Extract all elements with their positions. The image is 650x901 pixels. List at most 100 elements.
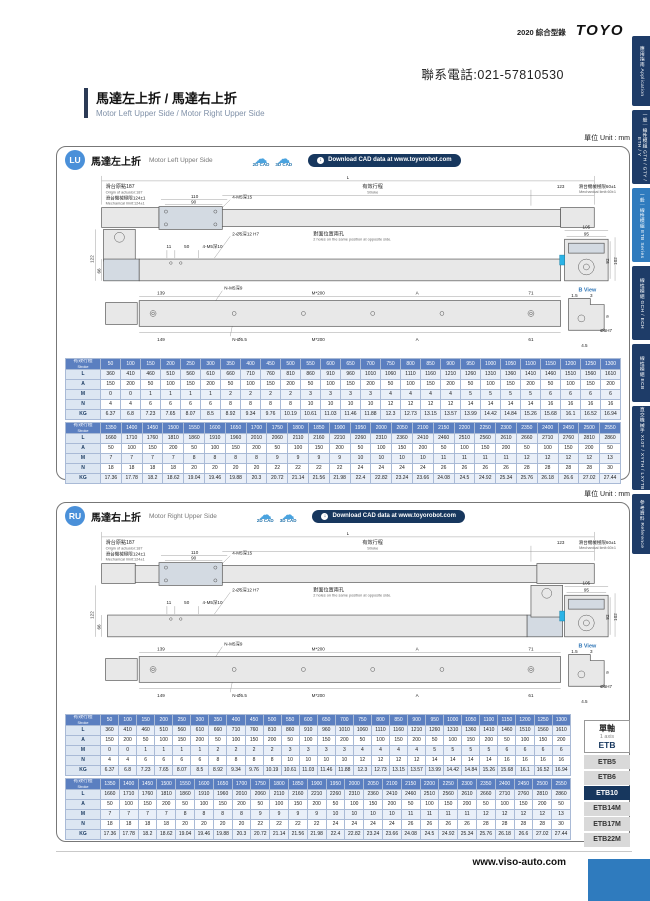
table-cell: 50 <box>136 735 156 746</box>
dim-139: 139 <box>157 647 165 652</box>
sidebar-tab-gth-gty-eth[interactable]: 一般｜線性模組 GTH / GTY / ETH / Y <box>632 110 650 184</box>
table-cell: 2810 <box>578 433 601 444</box>
row-label: N <box>65 819 101 830</box>
table-cell: 7 <box>100 809 120 820</box>
table-cell: 2310 <box>344 789 365 800</box>
table-cell: 1660 <box>100 789 120 800</box>
stroke-header-cell: 1150 <box>540 358 561 370</box>
note-4m5-15: 4-M5深15 <box>232 550 252 557</box>
table-cell: 27.44 <box>599 473 621 484</box>
sidebar-tab-application[interactable]: 應用指南 Application <box>632 36 650 106</box>
table-cell: 1260 <box>425 725 445 736</box>
sidebar-tab-xyt[interactable]: 直交機械手 X10T / XYTH / LXYTB <box>632 406 650 490</box>
table-cell: 10 <box>360 399 381 410</box>
origin-label-en: Origin of actuator:187 <box>106 546 143 550</box>
table-cell: 22.4 <box>325 829 346 840</box>
stroke-header-cell: 1600 <box>193 778 214 790</box>
download-icon: ↓ <box>321 512 329 520</box>
table-cell: 11 <box>419 809 440 820</box>
table-cell: 21.14 <box>269 829 289 840</box>
table-cell: 460 <box>136 725 156 736</box>
nav-etb14m[interactable]: ETB14M <box>584 801 630 816</box>
table-cell: 17.78 <box>118 829 139 840</box>
table-cell: 200 <box>440 379 461 390</box>
stroke-header-cell: 2150 <box>400 778 421 790</box>
dim-o5h7: Ø5H7 <box>600 684 612 689</box>
stroke-header-cell: 250 <box>172 714 192 726</box>
dim-71: 71 <box>528 291 534 296</box>
table-cell: 12 <box>475 809 496 820</box>
table-cell: 50 <box>300 379 321 390</box>
sidebar-tab-ecb[interactable]: 線性模組 ECB <box>632 344 650 402</box>
stroke-header-cell: 700 <box>334 714 354 726</box>
table-cell: 200 <box>190 735 210 746</box>
table-cell: 11.46 <box>340 409 361 420</box>
stroke-header-cell: 1450 <box>137 778 158 790</box>
panel-ru-title-en: Motor Right Upper Side <box>149 512 217 520</box>
table-cell: 6 <box>160 399 181 410</box>
download-cad-button[interactable]: ↓ Download CAD data at www.toyorobot.com <box>312 509 465 523</box>
table-cell: 8 <box>231 809 252 820</box>
table-cell: 12 <box>536 453 559 464</box>
cad-2d-button[interactable]: ☁ 2D CAD <box>256 506 274 523</box>
table-cell: 2160 <box>287 789 308 800</box>
download-cad-button[interactable]: ↓ Download CAD data at www.toyorobot.com <box>308 153 461 167</box>
pitch-m200-top: M*200 <box>312 647 326 652</box>
nav-etb5[interactable]: ETB5 <box>584 755 630 769</box>
table-cell: 11.88 <box>360 409 381 420</box>
stroke-header-cell: 2150 <box>432 422 455 434</box>
table-cell: 150 <box>391 443 413 454</box>
table-cell: 1560 <box>533 725 553 736</box>
nav-etb22m[interactable]: ETB22M <box>584 832 630 847</box>
stroke-header-cell: 1000 <box>443 714 463 726</box>
table-cell: 9 <box>266 453 289 464</box>
axis-label-en: 1 axis <box>599 734 615 740</box>
cad-3d-button[interactable]: ☁ 3D CAD <box>275 150 293 167</box>
cad-3d-button[interactable]: ☁ 3D CAD <box>279 506 297 523</box>
nav-etb10[interactable]: ETB10 <box>584 786 630 800</box>
table-cell: 560 <box>172 725 192 736</box>
nav-etb17m[interactable]: ETB17M <box>584 817 630 831</box>
table-cell: 23.66 <box>411 473 434 484</box>
table-cell: 1010 <box>360 369 381 380</box>
table-cell: 18.2 <box>141 473 164 484</box>
table-cell: 8 <box>175 809 195 820</box>
table-cell: 6 <box>551 745 572 756</box>
dim-110: 110 <box>191 194 199 199</box>
dim-a-bottom: A <box>416 693 420 698</box>
table-cell: 28 <box>532 819 553 830</box>
stroke-header-cell: 50 <box>100 358 121 370</box>
table-cell: 810 <box>280 369 301 380</box>
table-cell: 9 <box>269 809 289 820</box>
sidebar-tab-reference[interactable]: 參考資料 Reference <box>632 494 650 554</box>
table-cell: 24 <box>325 819 346 830</box>
table-cell: 150 <box>137 799 158 810</box>
nav-etb6[interactable]: ETB6 <box>584 770 630 785</box>
stroke-header-cell: 1400 <box>118 778 139 790</box>
mech-limit-124-zh: 滑台機械極限124±1 <box>106 195 146 202</box>
stroke-header-cell: 1300 <box>551 714 572 726</box>
b-view-detail <box>568 654 605 687</box>
table-cell: 360 <box>99 725 120 736</box>
table-cell: 2310 <box>370 433 393 444</box>
table-cell: 1810 <box>162 433 185 444</box>
table-cell: 0 <box>118 745 138 756</box>
table-cell: 1210 <box>407 725 427 736</box>
stroke-header-cell: 1700 <box>245 422 268 434</box>
b-view-marker <box>559 610 565 622</box>
sidebar-tab-gch-ech[interactable]: 線性模組 GCH / ECH <box>632 266 650 340</box>
table-cell: 4 <box>380 389 401 400</box>
sidebar-tab-etb-series[interactable]: 一般｜線性模組 ETB Series <box>632 188 650 262</box>
table-cell: 16 <box>497 755 517 766</box>
table-cell: 27.02 <box>532 829 553 840</box>
table-cell: 11 <box>400 809 421 820</box>
table-cell: 2 <box>208 745 228 756</box>
stroke-header-cell: 800 <box>400 358 421 370</box>
table-cell: 150 <box>420 379 441 390</box>
table-cell: 10 <box>298 755 318 766</box>
stroke-header-cell: 1650 <box>224 422 247 434</box>
cad-2d-button[interactable]: ☁ 2D CAD <box>252 150 270 167</box>
row-label: M <box>65 453 101 464</box>
stroke-header-cell: 1850 <box>287 778 308 790</box>
